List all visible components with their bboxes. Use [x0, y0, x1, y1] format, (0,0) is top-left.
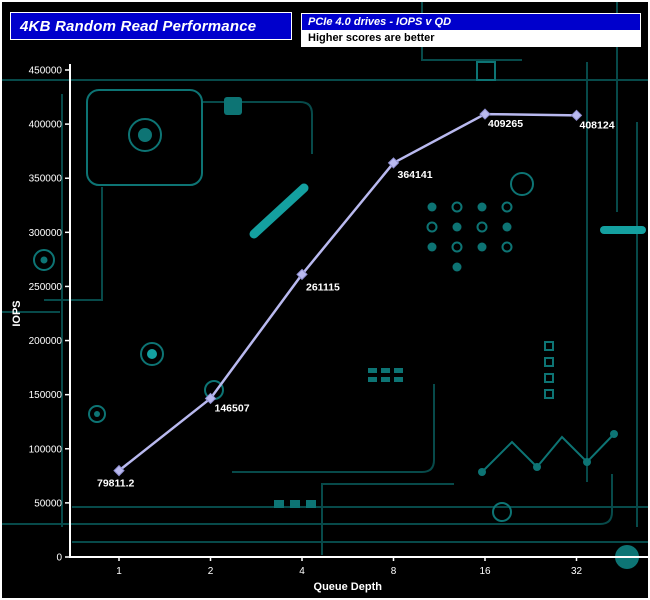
y-tick-label: 450000	[29, 66, 63, 77]
circuit-via	[368, 377, 377, 382]
y-tick-label: 50000	[34, 498, 62, 509]
y-tick-label: 100000	[29, 444, 63, 455]
circuit-module-outline	[86, 89, 203, 186]
circuit-trace	[321, 483, 454, 555]
circuit-trace	[232, 384, 435, 473]
circuit-zigzag-trace	[481, 433, 615, 473]
circuit-node	[478, 468, 486, 476]
y-tick-label: 150000	[29, 390, 63, 401]
circuit-via	[368, 368, 377, 373]
circuit-chip-outline	[476, 61, 496, 81]
data-point-marker	[204, 392, 217, 405]
circuit-via	[544, 357, 554, 367]
circuit-via	[306, 500, 316, 508]
data-point-marker	[113, 464, 125, 477]
y-tick-label: 300000	[29, 228, 63, 239]
data-point-marker	[296, 268, 308, 281]
data-point-label: 409265	[488, 118, 523, 130]
circuit-pad-ring	[492, 502, 512, 522]
circuit-pad-dot	[147, 349, 157, 359]
y-tick-label: 250000	[29, 282, 63, 293]
circuit-pad-ring	[88, 405, 106, 423]
series-line	[118, 112, 577, 472]
circuit-pad-dot	[138, 128, 152, 142]
x-tick-label: 32	[571, 566, 583, 577]
x-tick-label: 2	[208, 566, 214, 577]
circuit-chip	[224, 97, 242, 115]
circuit-pad-ring	[128, 118, 162, 152]
circuit-node	[610, 430, 618, 438]
chart-note: Higher scores are better	[302, 30, 640, 46]
data-point-marker	[570, 109, 583, 122]
y-tick-label: 400000	[29, 120, 63, 131]
x-tick-label: 8	[391, 566, 397, 577]
x-tick-label: 16	[479, 566, 491, 577]
circuit-via	[544, 341, 554, 351]
circuit-via	[381, 368, 390, 373]
circuit-capsule-trace	[249, 183, 309, 239]
circuit-via	[544, 389, 554, 399]
circuit-trace	[202, 101, 313, 154]
y-axis-title: IOPS	[11, 300, 23, 326]
y-tick-label: 200000	[29, 336, 63, 347]
circuit-pad-dot	[94, 411, 100, 417]
circuit-dot-grid	[426, 201, 513, 272]
chart-title: 4KB Random Read Performance	[10, 12, 292, 40]
x-axis-title: Queue Depth	[314, 581, 383, 593]
circuit-pad-ring	[510, 172, 534, 196]
circuit-pad-ring	[140, 342, 164, 366]
circuit-via	[381, 377, 390, 382]
chart-subtitle-box: PCIe 4.0 drives - IOPS v QD Higher score…	[301, 13, 641, 47]
y-tick-label: 350000	[29, 174, 63, 185]
data-point-label: 79811.2	[97, 478, 135, 490]
circuit-via	[290, 500, 300, 508]
data-point-label: 146507	[215, 402, 250, 414]
data-point-label: 261115	[306, 281, 340, 293]
circuit-via	[394, 377, 403, 382]
circuit-trace	[2, 474, 613, 525]
x-tick-label: 4	[299, 566, 305, 577]
circuit-via	[274, 500, 284, 508]
circuit-via	[394, 368, 403, 373]
circuit-node	[533, 463, 541, 471]
circuit-via	[544, 373, 554, 383]
data-point-marker	[387, 157, 400, 169]
x-tick-label: 1	[116, 566, 122, 577]
circuit-trace	[44, 187, 103, 301]
circuit-pad-ring	[33, 249, 55, 271]
data-point-label: 364141	[398, 169, 433, 181]
chart-subtitle: PCIe 4.0 drives - IOPS v QD	[302, 14, 640, 30]
data-point-label: 408124	[580, 119, 615, 131]
data-point-marker	[479, 108, 491, 120]
circuit-pad-dot	[40, 256, 48, 264]
y-tick-label: 0	[56, 553, 62, 564]
circuit-node	[583, 458, 591, 466]
